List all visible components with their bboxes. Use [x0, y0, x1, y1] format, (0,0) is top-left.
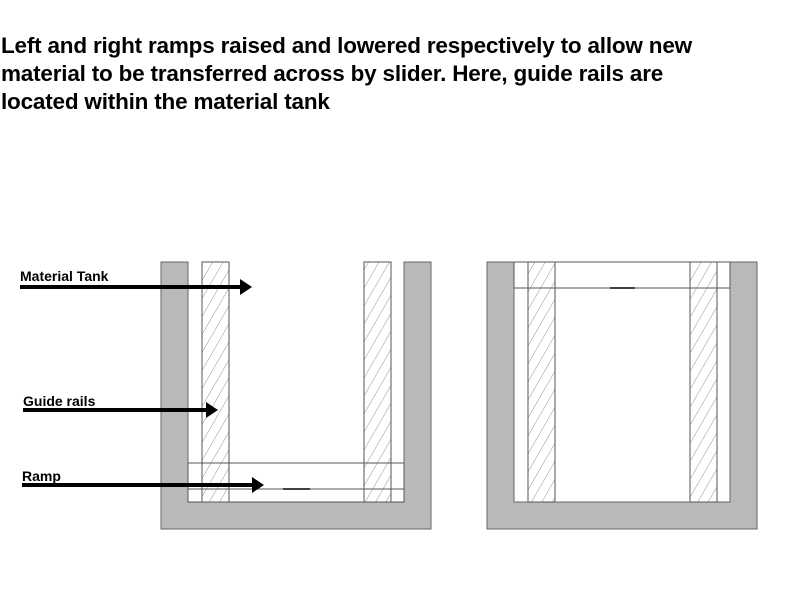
- label-ramp-text: Ramp: [22, 468, 61, 484]
- label-material-tank-text: Material Tank: [20, 268, 109, 284]
- caption-line-3: located within the material tank: [1, 89, 330, 114]
- label-ramp: Ramp: [22, 468, 264, 493]
- arrow-head-icon: [206, 402, 218, 418]
- arrow-head-icon: [240, 279, 252, 295]
- right-tank-guide-rail-left: [527, 261, 556, 503]
- left-tank: [160, 261, 432, 530]
- arrow-head-icon: [252, 477, 264, 493]
- left-tank-guide-rail-left: [201, 261, 230, 503]
- caption-line-1: Left and right ramps raised and lowered …: [1, 33, 692, 58]
- caption-line-2: material to be transferred across by sli…: [1, 61, 664, 86]
- right-tank: [486, 261, 758, 530]
- left-tank-guide-rail-right: [363, 261, 392, 503]
- label-material-tank: Material Tank: [20, 268, 252, 295]
- label-guide-rails-text: Guide rails: [23, 393, 96, 409]
- label-guide-rails: Guide rails: [23, 393, 218, 418]
- right-tank-guide-rail-right: [689, 261, 718, 503]
- diagram-caption: Left and right ramps raised and lowered …: [1, 32, 791, 116]
